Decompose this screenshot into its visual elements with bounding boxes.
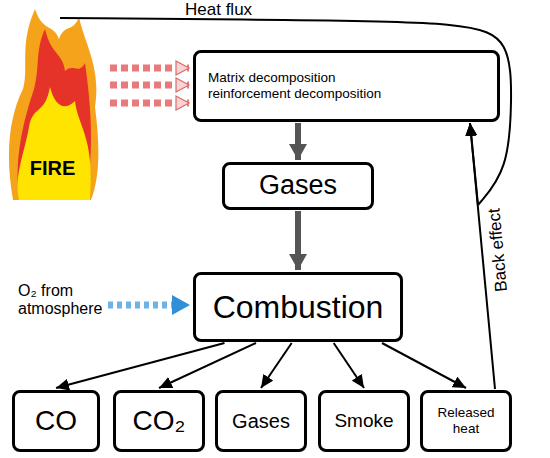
- node-label: Gases: [259, 170, 337, 201]
- connector-line: [159, 343, 256, 388]
- connector-line: [295, 123, 301, 160]
- node-label: CO: [35, 405, 77, 437]
- process-box: Matrix decomposition reinforcement decom…: [193, 50, 500, 122]
- flow-arrow: [382, 343, 466, 388]
- connector-line: [110, 65, 189, 72]
- connector-line: [110, 82, 189, 89]
- product-box: CO: [12, 390, 100, 452]
- product-box: Released heat: [420, 390, 512, 452]
- connector-line: [60, 18, 511, 205]
- node-label: Combustion: [213, 289, 384, 326]
- node-label: Gases: [232, 410, 290, 433]
- process-box: Gases: [222, 162, 374, 210]
- connector-line: [295, 211, 301, 270]
- flow-arrow: [159, 343, 256, 388]
- edge-label: Heat flux: [185, 0, 252, 20]
- oxygen-arrow-shaft: [108, 302, 174, 309]
- edge-label: Back effect: [484, 207, 511, 292]
- flame-layer: [18, 87, 91, 200]
- process-box: Combustion: [193, 272, 403, 342]
- fire-flame: FIRE: [5, 5, 100, 200]
- node-label: Released heat: [427, 405, 505, 436]
- connector-line: [261, 343, 292, 388]
- product-box: CO₂: [113, 390, 205, 452]
- flame-layer: [9, 9, 98, 200]
- fire-label: FIRE: [30, 157, 76, 180]
- heat-arrow: [110, 68, 189, 103]
- node-label: Smoke: [334, 410, 393, 432]
- connector-line: [382, 343, 466, 388]
- node-label: Matrix decomposition reinforcement decom…: [208, 70, 398, 101]
- connector-line: [470, 123, 478, 205]
- product-box: Gases: [215, 390, 307, 452]
- connector-line: [334, 343, 364, 388]
- flow-arrow: [298, 123, 299, 160]
- oxygen-label: O₂ from atmosphere: [18, 282, 113, 319]
- oxygen-arrow-head: [172, 295, 190, 315]
- connector-line: [110, 100, 189, 107]
- flow-arrow: [298, 211, 299, 270]
- flow-arrow: [56, 343, 225, 388]
- flow-arrow: [261, 343, 292, 388]
- connector-line: [56, 343, 225, 388]
- product-box: Smoke: [318, 390, 410, 452]
- flow-arrow: [60, 18, 511, 205]
- node-label: CO₂: [133, 405, 186, 437]
- flow-arrow: [334, 343, 364, 388]
